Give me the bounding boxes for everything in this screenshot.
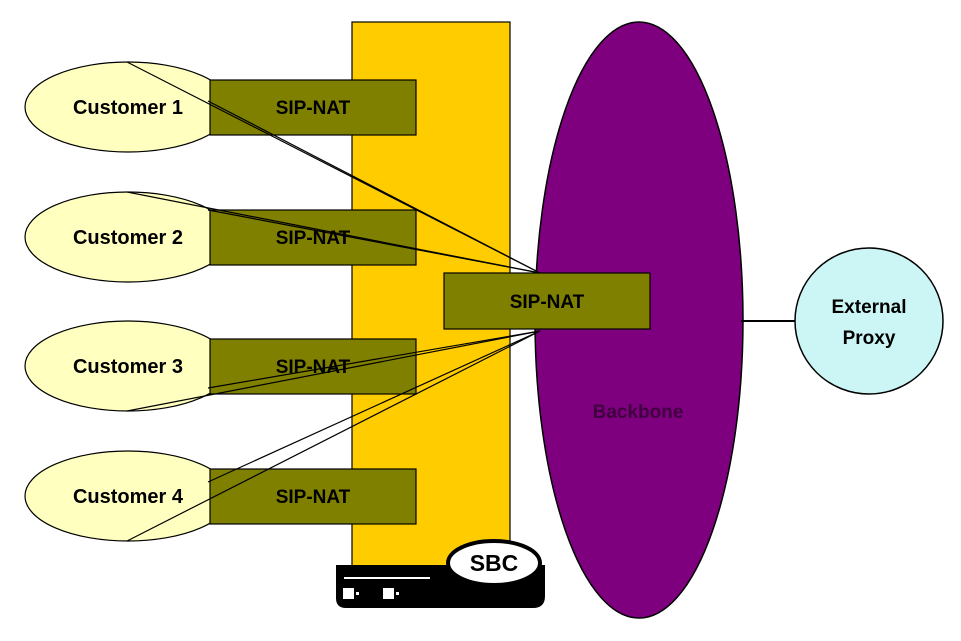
customer-label: Customer 3 (73, 356, 183, 378)
sip-nat-box (209, 79, 417, 136)
customer-group: Customer 1 SIP-NAT (24, 61, 417, 153)
sbc-label: SBC (470, 550, 519, 576)
customer-label: Customer 2 (73, 227, 183, 249)
central-sip-nat-label: SIP-NAT (510, 292, 585, 313)
sip-nat-box (209, 209, 417, 266)
sip-nat-box (209, 468, 417, 525)
sbc-device: SBC (336, 539, 545, 608)
sbc-label-badge (446, 539, 542, 587)
sbc-port-icon (383, 588, 394, 599)
backbone-label: Backbone (593, 402, 684, 423)
signal-path (126, 330, 541, 412)
signal-path (207, 330, 541, 483)
sip-nat-box (209, 338, 417, 395)
customer-label: Customer 1 (73, 97, 183, 119)
sip-nat-label: SIP-NAT (276, 228, 351, 249)
signal-path (207, 330, 541, 389)
signal-path (126, 330, 541, 542)
external-proxy-label-line1: External (832, 297, 907, 318)
external-proxy-label-line2: Proxy (843, 328, 896, 349)
sip-nat-label: SIP-NAT (276, 98, 351, 119)
customer-label: Customer 4 (73, 486, 184, 508)
signal-paths (126, 61, 541, 542)
sip-nat-label: SIP-NAT (276, 487, 351, 508)
signal-path (207, 100, 541, 274)
central-sip-nat-box (443, 272, 651, 330)
customer-group: Customer 3 SIP-NAT (24, 320, 417, 412)
sbc-port-icon (343, 588, 354, 599)
customer-group: Customer 4 SIP-NAT (24, 450, 417, 542)
external-proxy-node (794, 247, 944, 395)
signal-path (207, 209, 541, 274)
